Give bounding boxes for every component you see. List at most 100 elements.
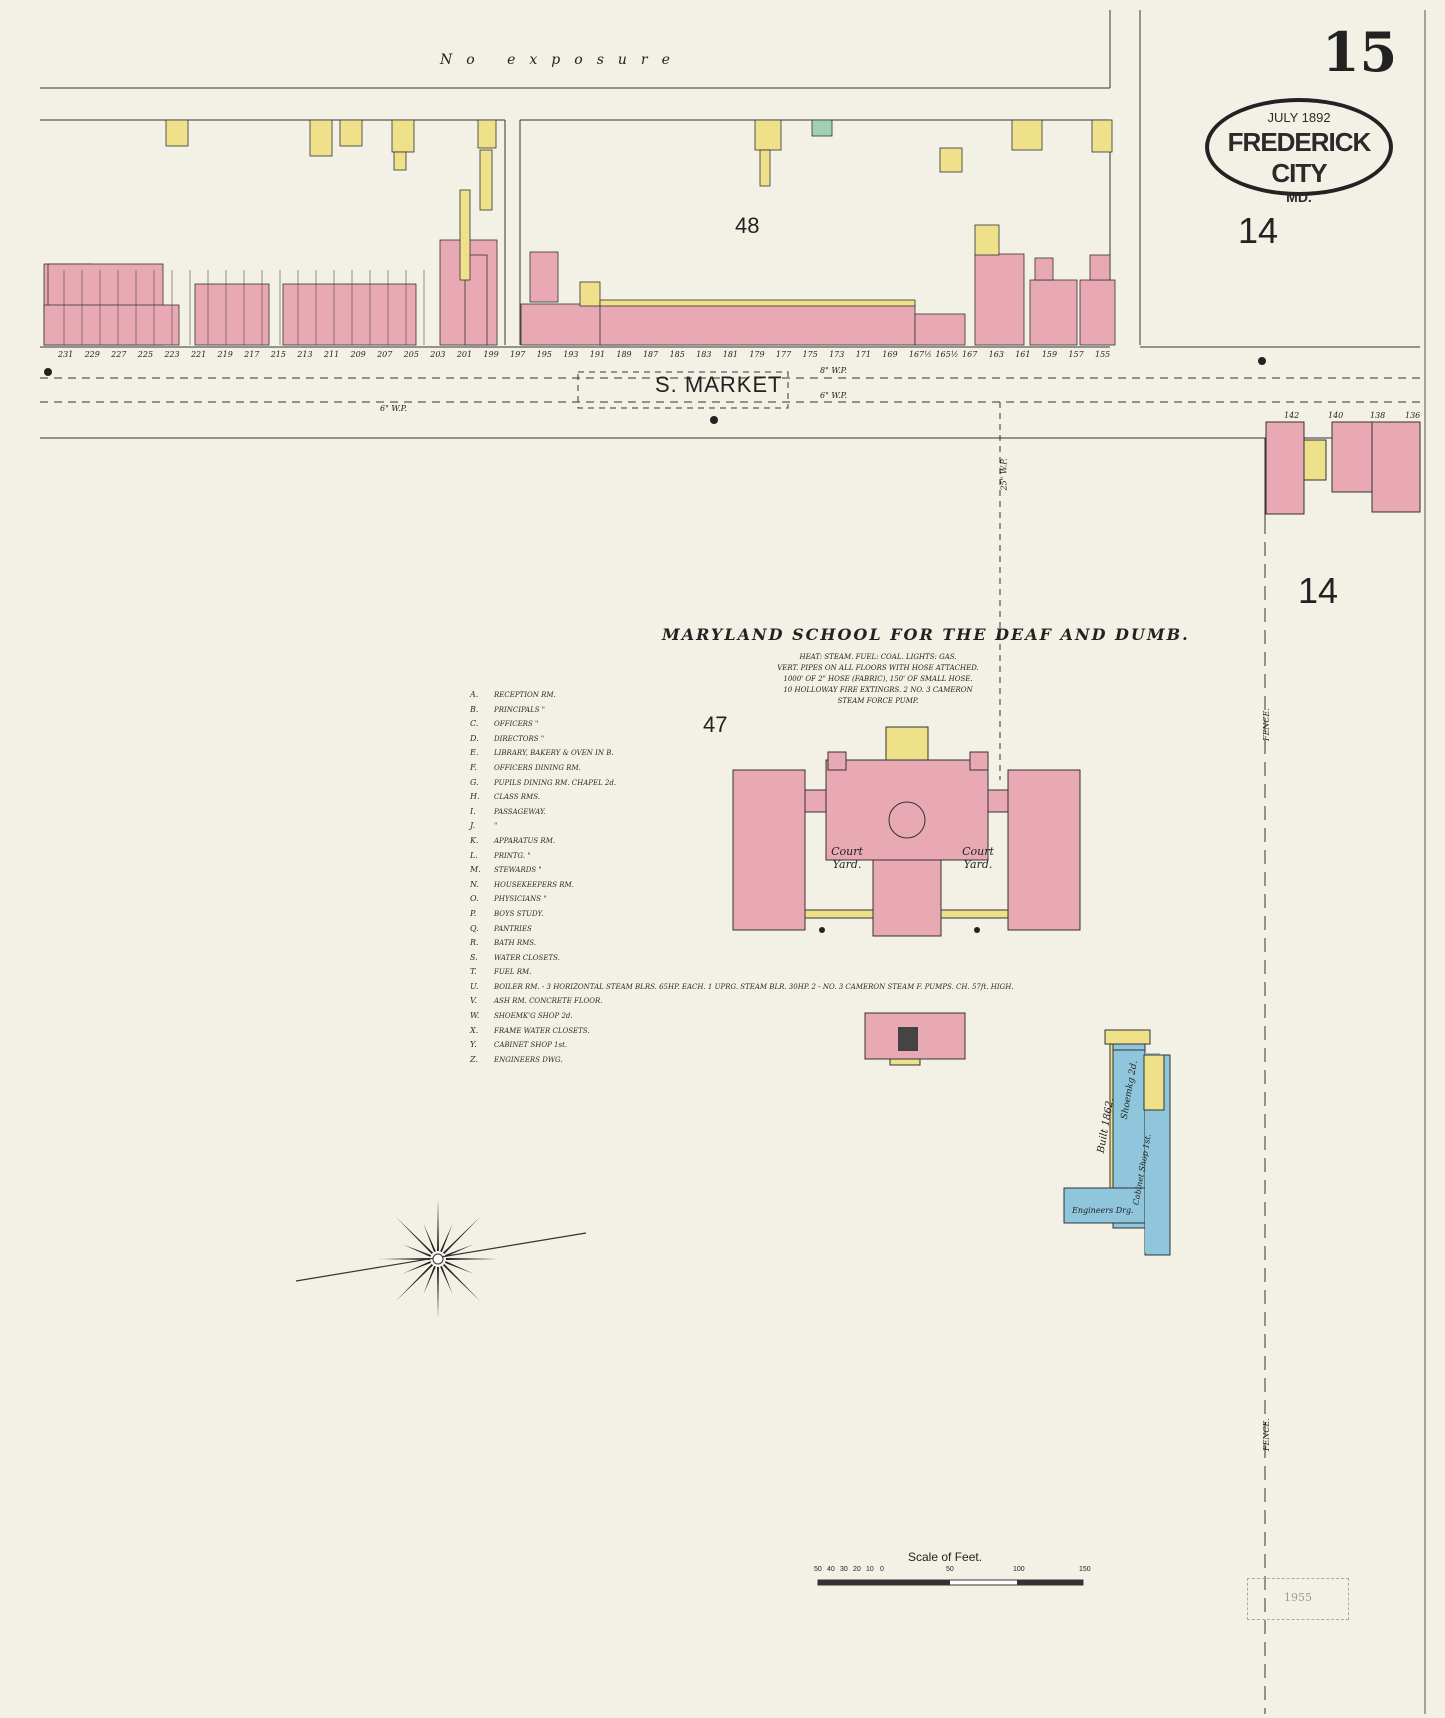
compass-point: [445, 1258, 498, 1260]
legend-text: LIBRARY, BAKERY & OVEN IN B.: [494, 749, 614, 758]
legend-entry: M.STEWARDS ": [470, 863, 1014, 878]
survey-date: JULY 1892: [1267, 110, 1331, 125]
legend-text: HOUSEKEEPERS RM.: [494, 880, 574, 889]
frame-outbuilding: [754, 119, 782, 151]
legend-key: T.: [470, 967, 477, 977]
institution-notes: HEAT: STEAM. FUEL: COAL. LIGHTS: GAS. VE…: [728, 652, 1028, 707]
brick-building: [529, 251, 559, 303]
water-main-6: 6" W.P.: [820, 391, 847, 400]
scale-tick-label: 30: [840, 1566, 848, 1573]
compass-point: [440, 1223, 453, 1253]
frame-outbuilding: [339, 119, 363, 147]
street-label: S. MARKET: [655, 372, 783, 397]
address-number: 185: [669, 350, 685, 359]
brick-building: [1034, 257, 1054, 281]
legend-text: ": [494, 822, 498, 831]
legend-text: APPARATUS RM.: [494, 836, 556, 845]
legend-entry: V.ASH RM. CONCRETE FLOOR.: [470, 994, 1014, 1009]
frame-outbuilding: [309, 119, 333, 157]
legend-text: CABINET SHOP 1st.: [494, 1041, 568, 1050]
legend-entry: Q.PANTRIES: [470, 922, 1014, 937]
stable-shed: [811, 119, 833, 137]
address-number: 219: [217, 350, 233, 359]
note-line: VERT. PIPES ON ALL FLOORS WITH HOSE ATTA…: [777, 664, 979, 672]
legend-key: W.: [470, 1011, 480, 1021]
legend-entry: Z.ENGINEERS DWG.: [470, 1053, 1014, 1068]
legend-text: SHOEMK'G SHOP 2d.: [494, 1012, 573, 1021]
scale-tick-label: 40: [827, 1566, 835, 1573]
exposure-note: No exposure: [440, 52, 684, 68]
legend-text: FUEL RM.: [494, 968, 532, 977]
school-main-building: [732, 726, 1081, 937]
address-number: 225: [137, 350, 154, 359]
frame-outbuilding: [1011, 119, 1043, 151]
note-line: STEAM FORCE PUMP.: [837, 697, 919, 705]
legend-text: DIRECTORS ": [494, 734, 545, 743]
water-main-25: 25" W.P.: [999, 458, 1009, 491]
address-number: 217: [244, 350, 260, 359]
legend-key: X.: [470, 1025, 479, 1035]
address-number: 189: [616, 350, 632, 359]
city-name: FREDERICK CITY: [1227, 127, 1372, 188]
boiler-house: [864, 1012, 966, 1066]
legend-entry: N.HOUSEKEEPERS RM.: [470, 878, 1014, 893]
compass-point: [395, 1216, 434, 1255]
scale-tick-label: 0: [880, 1566, 884, 1573]
legend-key: M.: [470, 865, 481, 875]
legend-entry: P.BOYS STUDY.: [470, 907, 1014, 922]
fence-label-lower: FENCE.: [1261, 1418, 1271, 1451]
brick-building: [1079, 279, 1116, 346]
legend-key: F.: [470, 762, 477, 772]
sheet-number: 15: [1322, 20, 1398, 84]
address-number: 161: [1015, 350, 1031, 359]
water-main-6-west: 6" W.P.: [380, 404, 407, 413]
block-number-north: 48: [735, 213, 760, 238]
frame-outbuilding: [759, 149, 771, 187]
compass-point: [444, 1244, 474, 1257]
address-number: 136: [1405, 411, 1421, 420]
frame-outbuilding: [459, 189, 471, 281]
address-number: 209: [350, 350, 366, 359]
legend-entry: X. FRAME WATER CLOSETS.: [470, 1024, 1014, 1039]
compass-point: [437, 1266, 439, 1319]
institution-name: MARYLAND SCHOOL FOR THE DEAF AND DUMB.: [662, 625, 1190, 644]
legend-entry: C.OFFICERS ": [470, 717, 1014, 732]
brick-building: [974, 253, 1025, 346]
legend-key: D.: [470, 733, 479, 743]
address-number: 159: [1041, 350, 1058, 359]
legend-entry: G.PUPILS DINING RM. CHAPEL 2d.: [470, 776, 1014, 791]
legend-entry: W. SHOEMK'G SHOP 2d.: [470, 1009, 1014, 1024]
compass-point: [442, 1216, 481, 1255]
frame-porch: [599, 299, 916, 307]
legend-key: J.: [470, 821, 476, 831]
legend-text: BOILER RM. - 3 HORIZONTAL STEAM BLRS. 65…: [494, 982, 1014, 991]
frame-shed: [974, 224, 1000, 256]
address-number: 205: [403, 350, 419, 359]
frame-outbuilding: [939, 147, 963, 173]
legend-entry: Y. CABINET SHOP 1st.: [470, 1038, 1014, 1053]
legend-entry: E. LIBRARY, BAKERY & OVEN IN B.: [470, 746, 1014, 761]
scale-bar: [817, 1579, 1084, 1586]
address-number: 181: [722, 350, 739, 359]
address-number: 203: [430, 350, 446, 359]
legend-text: PHYSICIANS ": [494, 895, 547, 904]
scale-tick-label: 50: [946, 1566, 954, 1573]
legend-key: Y.: [470, 1040, 477, 1050]
legend-key: S.: [470, 952, 478, 962]
court-yard-west: Court Yard.: [831, 845, 863, 871]
legend-key: E.: [470, 748, 479, 758]
address-number: 221: [190, 350, 207, 359]
compass-point: [423, 1223, 436, 1253]
legend-key: R.: [470, 938, 479, 948]
legend-key: Q.: [470, 923, 479, 933]
legend-text: OFFICERS DINING RM.: [494, 763, 581, 772]
legend-text: FRAME WATER CLOSETS.: [494, 1026, 590, 1035]
compass-rose: [295, 1199, 587, 1319]
legend-key: G.: [470, 777, 479, 787]
address-number: 175: [802, 350, 818, 359]
legend-entry: T. FUEL RM.: [470, 965, 1014, 980]
legend-entry: I.PASSAGEWAY.: [470, 805, 1014, 820]
address-number: 207: [377, 350, 393, 359]
